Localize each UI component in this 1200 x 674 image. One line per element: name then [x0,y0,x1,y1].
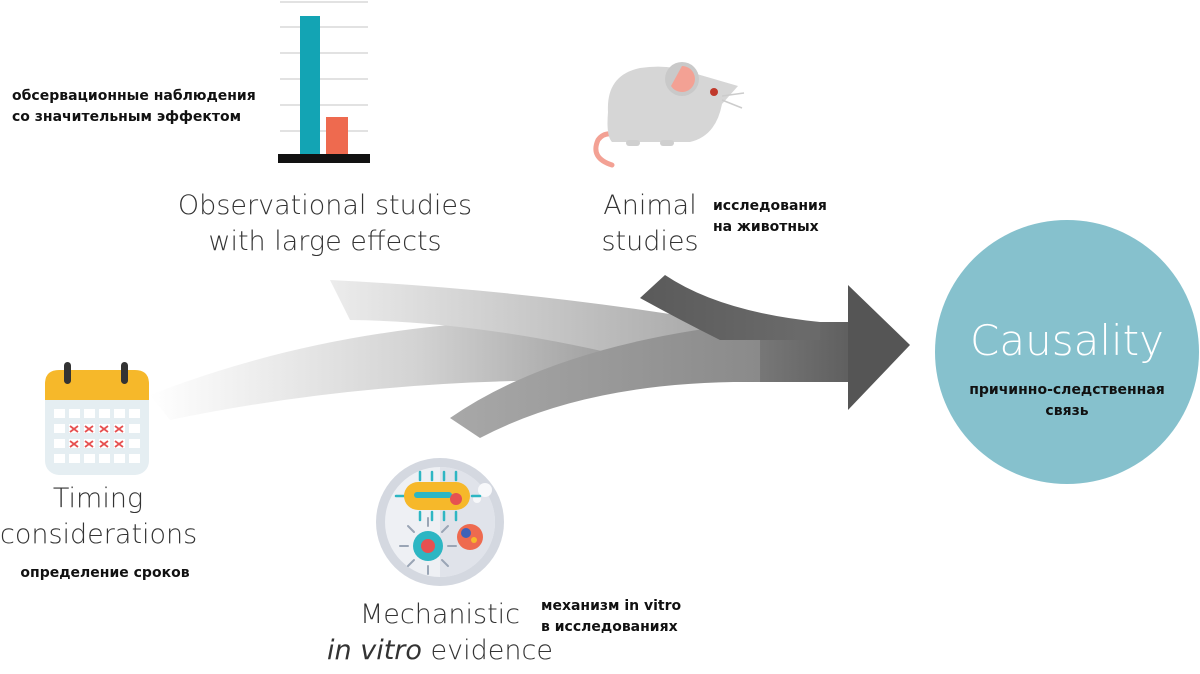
mechanistic-title-italic: in vitro [327,634,422,666]
merging-arrows [150,275,910,438]
mechanistic-title: Mechanistic in vitro evidence [320,597,560,668]
mechanistic-ru-line1: механизм in vitro [541,598,682,614]
causality-title: Causality [970,316,1164,365]
arrow-head [848,285,910,410]
animal-ru-label: исследования на животных [713,196,827,238]
animal-title-line2: studies [601,225,699,257]
mechanistic-ru-line2: в исследованиях [541,619,678,635]
observational-title: Observational studies with large effects [150,188,500,259]
animal-title-line1: Animal [603,190,697,221]
calendar-icon [45,362,149,475]
calendar-x-marks [69,425,124,448]
causality-ru-label: причинно-следственная связь [935,380,1199,422]
causality-ru-line1: причинно-следственная [969,382,1165,398]
timing-title-line2: considerations [0,518,198,550]
animal-ru-line1: исследования [713,198,827,214]
causality-ru-line2: связь [1045,403,1089,419]
causality-circle [935,220,1199,484]
mouse-icon [593,62,745,168]
bar-short [326,117,348,156]
observational-title-line2: with large effects [208,225,442,257]
animal-arrow-stream [640,275,820,340]
mechanistic-arrow-stream [450,322,760,438]
bar-chart-baseline [278,154,370,163]
animal-title: Animal studies [590,188,710,259]
bar-chart-icon [278,1,370,163]
timing-title-line1: Timing [52,483,144,514]
mechanistic-title-rest: evidence [421,634,553,666]
observational-ru-line1: обсервационные наблюдения [12,88,256,104]
observational-arrow-stream [330,280,720,382]
petri-dish-icon [376,458,504,586]
timing-ru-label: определение сроков [20,565,190,581]
bar-tall [300,16,320,156]
timing-title: Timing considerations [0,481,198,552]
observational-title-line1: Observational studies [177,190,473,221]
mechanistic-title-line1: Mechanistic [359,599,521,630]
mechanistic-ru-label: механизм in vitro в исследованиях [541,596,681,638]
mechanistic-title-line2: in vitro evidence [320,633,560,669]
animal-ru-line2: на животных [713,219,819,235]
observational-ru-line2: со значительным эффектом [12,109,242,125]
observational-ru-label: обсервационные наблюдения со значительны… [12,86,256,128]
